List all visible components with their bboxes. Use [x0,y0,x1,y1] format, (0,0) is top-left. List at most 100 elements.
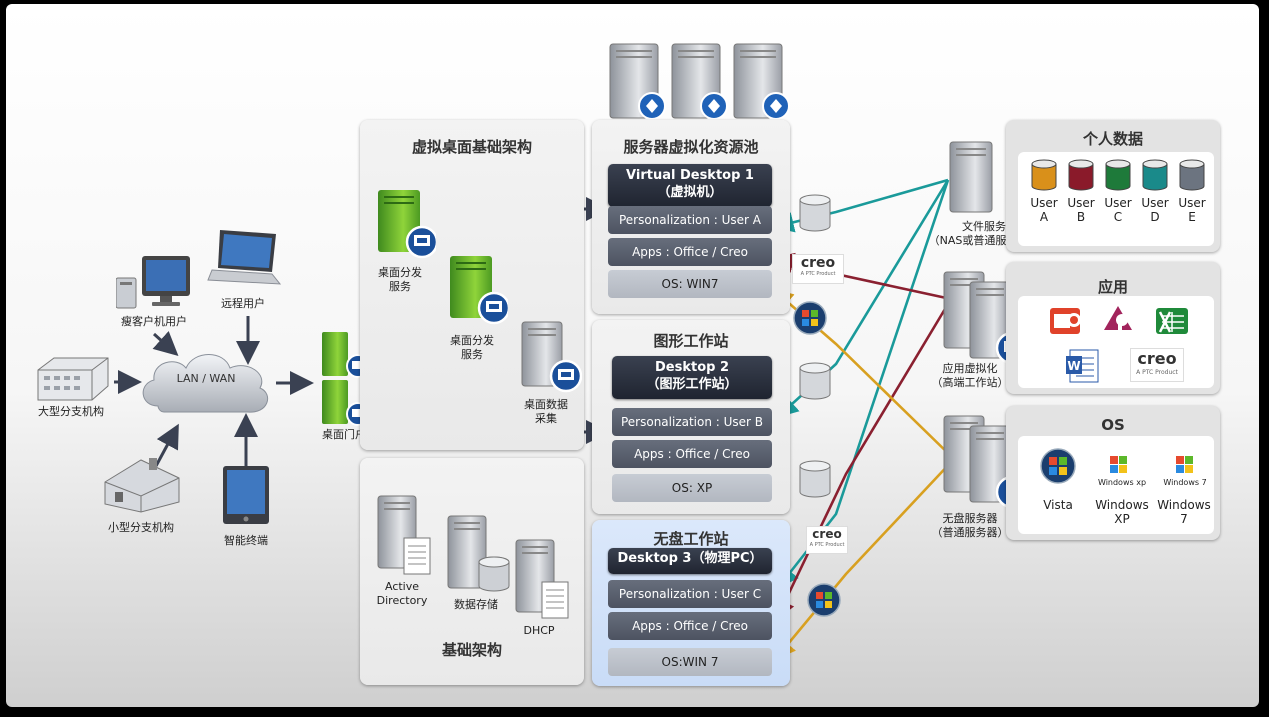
user-data-cylinder-icon [1142,159,1168,191]
vista-orb-icon [1040,448,1076,484]
user-data-item: User A [1026,158,1062,224]
windows-xp-logo-icon [1110,456,1127,473]
smart-terminal-icon [223,466,269,524]
vd1-apps: Apps : Office / Creo [608,238,772,266]
server-pool-panel: 服务器虚拟化资源池 Virtual Desktop 1 （虚拟机） Person… [592,120,790,314]
large-branch-icon [37,357,109,401]
database-icon [799,362,831,400]
personal-data-users: User A User B User C User D User E [1018,152,1214,246]
thin-client-icon [116,256,190,309]
arrow-thin-client [152,331,179,357]
base-infra-title: 基础架构 [441,641,502,659]
os-title: OS [1101,416,1125,434]
d3-apps: Apps : Office / Creo [608,612,772,640]
os-list: Vista Windows xp Windows XP Windows 7 Wi… [1018,436,1214,534]
graphics-ws-title: 图形工作站 [653,332,729,350]
apps-title: 应用 [1097,278,1128,296]
d3-os: OS:WIN 7 [608,648,772,676]
d2-os: OS: XP [612,474,772,502]
access-icon [1104,306,1132,334]
thin-client-label: 瘦客户机用户 [121,315,187,328]
teal-to-b [777,179,950,418]
file-server-icon [949,141,993,213]
dhcp-server-icon [515,539,569,619]
user-data-cylinder-icon [1179,159,1205,191]
storage-server-icon [447,515,510,592]
user-data-item: User E [1174,158,1210,224]
app-virtualization-label: 应用虚拟化 （高端工作站） [931,362,1009,389]
user-data-cylinder-icon [1031,159,1057,191]
diskless-ws-panel: 无盘工作站 Desktop 3（物理PC） Personalization : … [592,520,790,686]
portal-label: 桌面门户 [322,428,366,441]
dhcp-label: DHCP [523,624,555,637]
personal-data-panel: 个人数据 User A User B User C User D User E [1006,120,1220,252]
svg-text:W: W [1067,359,1080,373]
user-data-label: User C [1104,196,1132,224]
delivery-server-2-icon [450,256,508,325]
d3-title: Desktop 3（物理PC） [608,548,772,574]
windows-xp-label: Windows XP [1095,498,1149,526]
vd1-title: Virtual Desktop 1 （虚拟机） [608,164,772,207]
delivery-2-label: 桌面分发 服务 [450,334,494,361]
creo-logo: creo A PTC Product [792,254,844,284]
excel-icon [1156,308,1188,334]
user-data-label: User D [1141,196,1169,224]
orange-to-d3 [774,458,955,661]
word-icon: W [1066,349,1099,383]
user-data-item: User C [1100,158,1136,224]
creo-logo: creo A PTC Product [806,526,848,554]
windows-orb-icon [807,583,841,617]
apps-icons: W creo A PTC Product [1018,296,1214,388]
windows-xp-logo-text: Windows xp [1097,478,1147,487]
vista-label: Vista [1043,498,1073,512]
vdi-title: 虚拟桌面基础架构 [411,138,532,156]
os-panel: OS Vista Windows xp Windows XP Windows 7… [1006,406,1220,540]
laptop-icon [207,230,282,285]
user-data-label: User E [1178,196,1206,224]
creo-logo: creo A PTC Product [1130,348,1184,382]
small-branch-icon [104,458,180,513]
diagram-canvas: LAN / WAN 瘦客户机用户 远程用户 大型分支机构 小型分支机构 [6,4,1259,707]
user-data-cylinder-icon [1068,159,1094,191]
database-icon [799,194,831,232]
data-collect-label: 桌面数据 采集 [524,398,568,425]
windows-7-logo-text: Windows 7 [1163,478,1207,487]
database-icon [799,460,831,498]
d3-personalization: Personalization : User C [608,580,772,608]
d2-personalization: Personalization : User B [612,408,772,436]
user-data-item: User B [1063,158,1099,224]
delivery-server-1-icon [378,190,436,259]
windows-7-label: Windows 7 [1157,498,1211,526]
user-data-label: User B [1067,196,1095,224]
arrow-small-branch [154,423,179,467]
smart-terminal-label: 智能终端 [224,534,268,547]
storage-label: 数据存储 [454,598,498,611]
data-collect-server-icon [521,321,582,393]
user-data-item: User D [1137,158,1173,224]
graphics-ws-panel: 图形工作站 Desktop 2 （图形工作站） Personalization … [592,320,790,514]
diskless-server-label: 无盘服务器 （普通服务器） [931,512,1009,539]
d2-apps: Apps : Office / Creo [612,440,772,468]
vd1-personalization: Personalization : User A [608,206,772,234]
delivery-1-label: 桌面分发 服务 [378,266,422,293]
windows-7-logo-icon [1176,456,1193,473]
red-to-d3 [775,298,953,621]
large-branch-label: 大型分支机构 [38,405,104,418]
windows-orb-icon [793,301,827,335]
user-data-label: User A [1030,196,1058,224]
user-data-cylinder-icon [1105,159,1131,191]
server-pool-rack-icon [609,43,790,120]
teal-to-a [772,178,949,233]
d2-title: Desktop 2 （图形工作站） [612,356,772,399]
vdi-panel: 虚拟桌面基础架构 桌面分发 服务 桌面分发 服务 桌面数据 采集 [360,120,584,450]
powerpoint-icon [1050,308,1081,334]
small-branch-label: 小型分支机构 [108,521,174,534]
vd1-os: OS: WIN7 [608,270,772,298]
active-directory-icon [377,495,431,575]
remote-user-label: 远程用户 [221,297,265,310]
apps-panel: 应用 W creo A PTC Product [1006,262,1220,394]
personal-data-title: 个人数据 [1082,130,1143,148]
lan-wan-label: LAN / WAN [176,372,236,385]
server-pool-title: 服务器虚拟化资源池 [623,138,759,156]
base-infra-panel: Active Directory 数据存储 DHCP 基础架构 [360,458,584,685]
